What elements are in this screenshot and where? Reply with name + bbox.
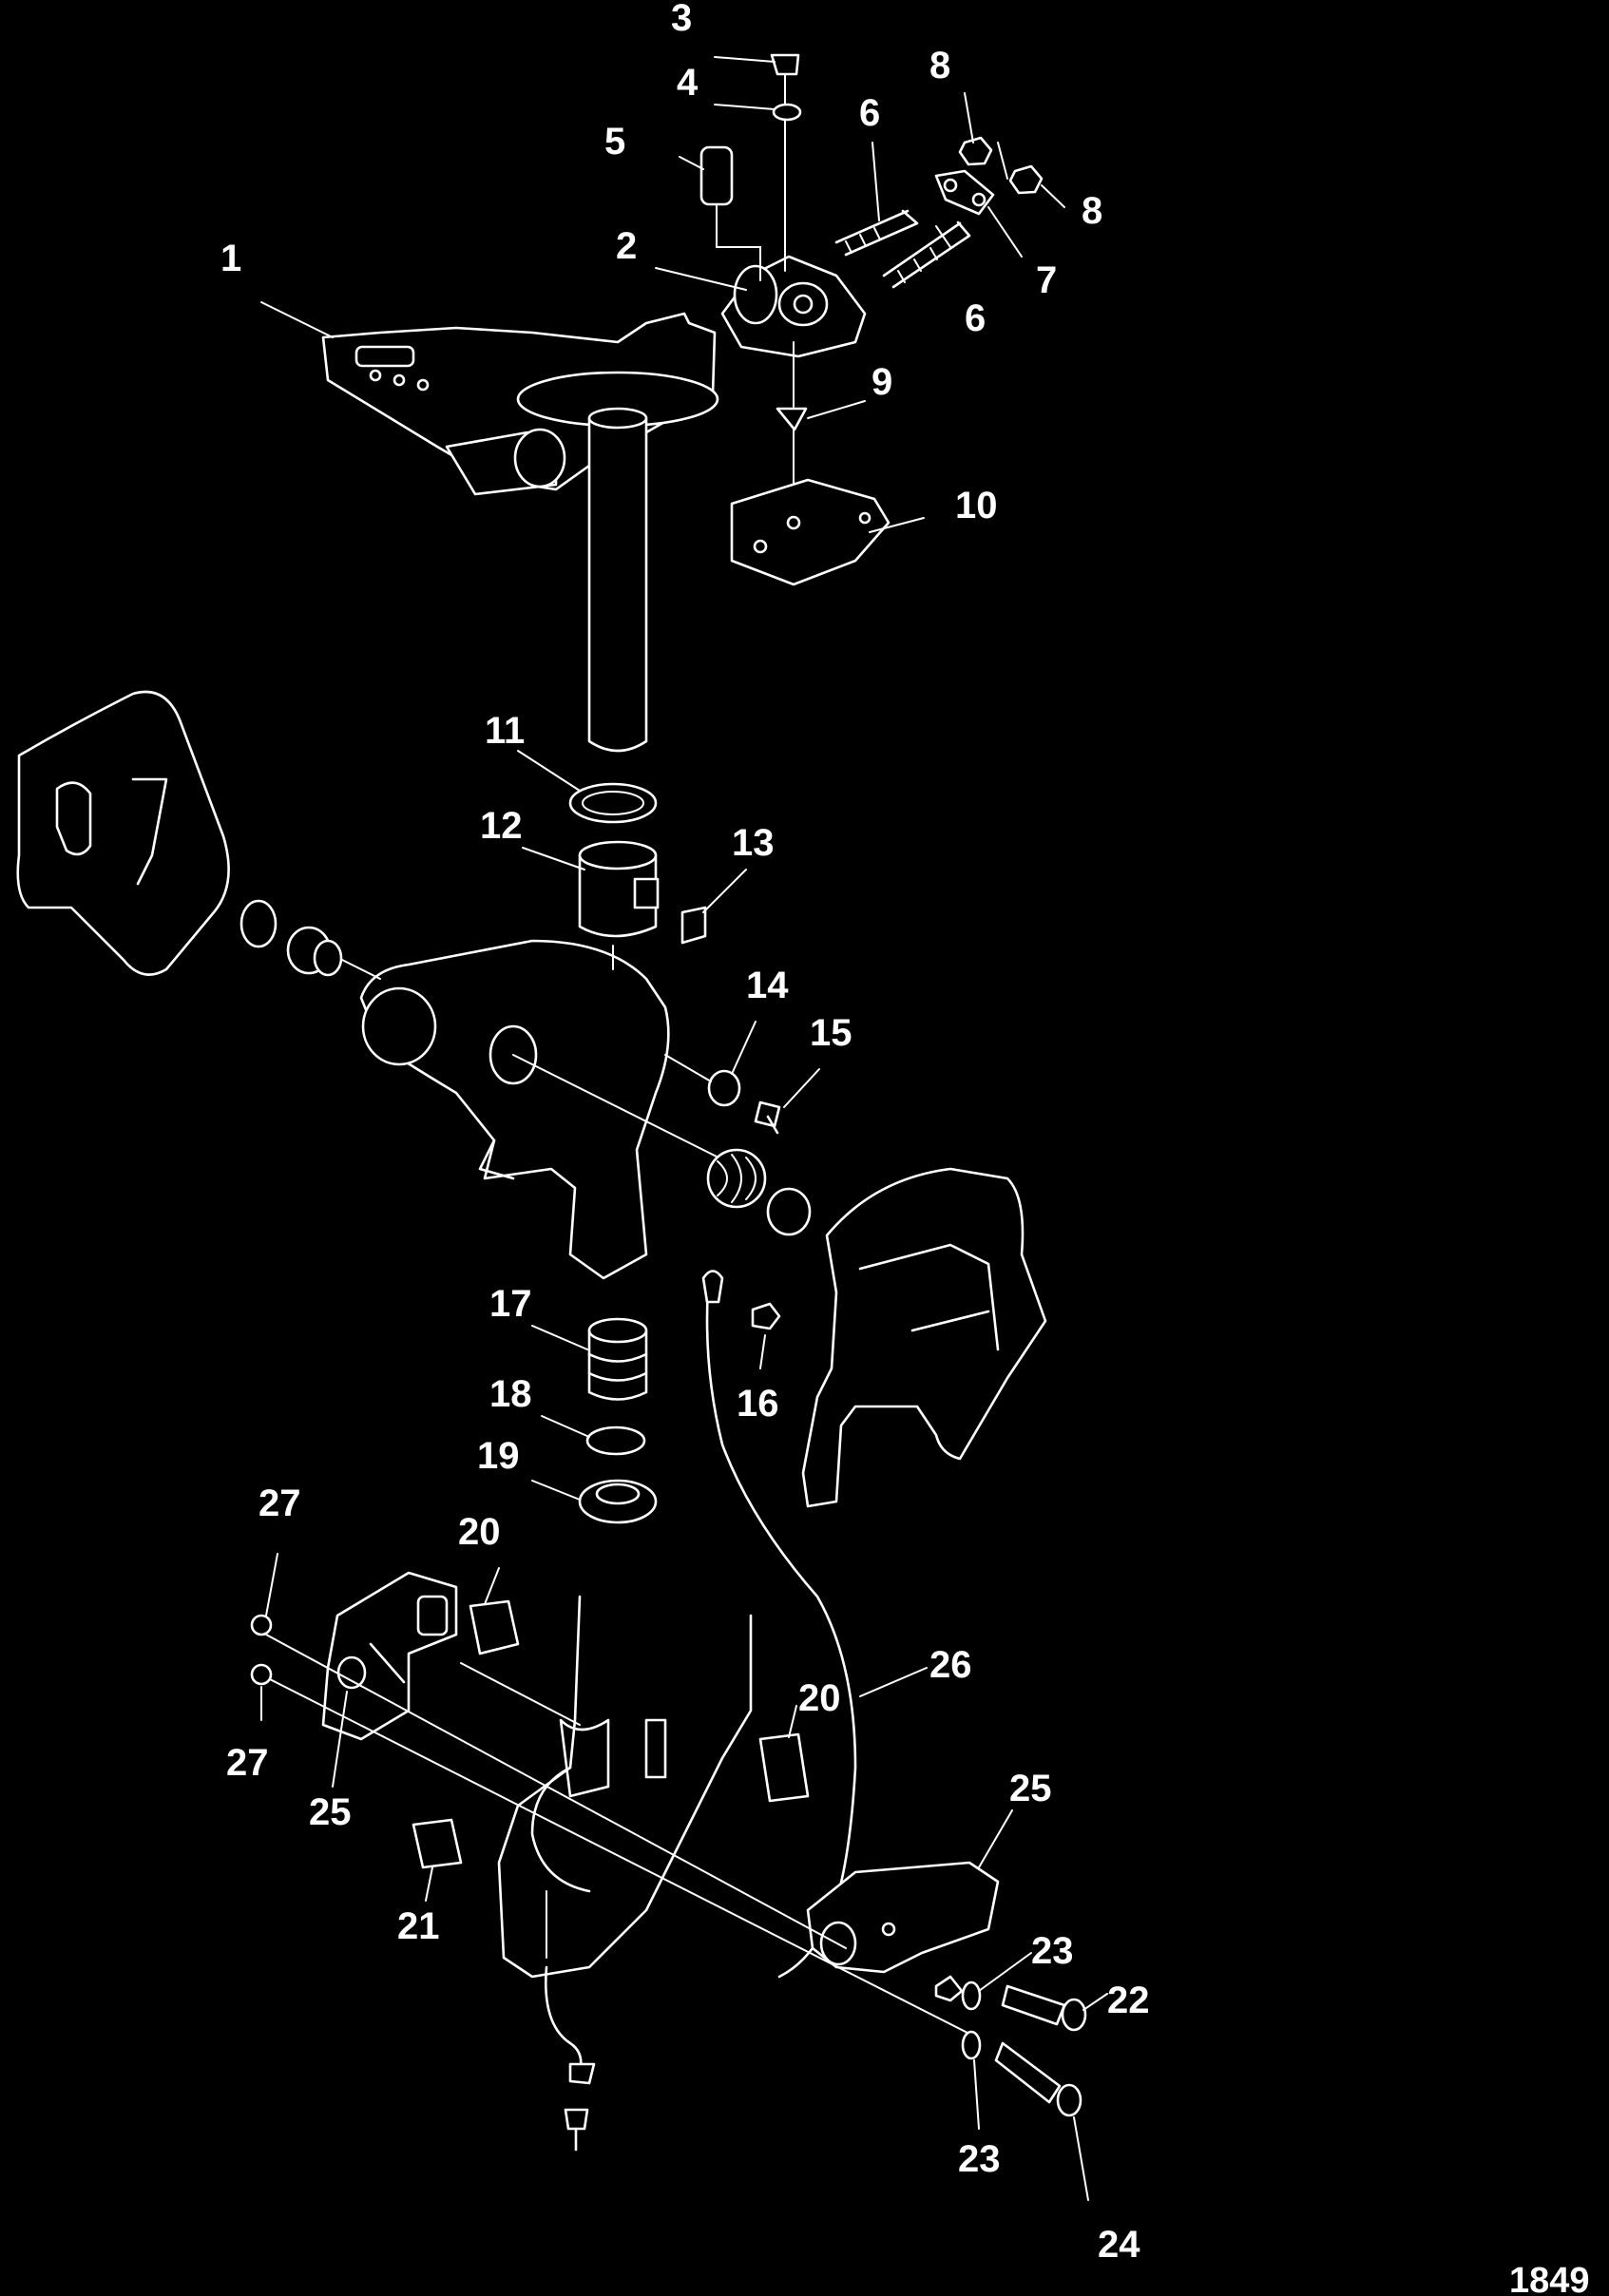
washer-27-part [250, 1614, 273, 1686]
bolt-small-part [754, 1100, 781, 1135]
callout-7: 7 [1036, 259, 1057, 301]
spring-damper-part [587, 1317, 648, 1401]
figure-number: 1849 [1509, 2261, 1590, 2296]
washer-left-part [239, 899, 343, 977]
sleeve-part [699, 145, 761, 281]
callout-23b: 23 [958, 2138, 1001, 2180]
callout-4: 4 [677, 62, 699, 104]
callout-2: 2 [616, 225, 637, 267]
pad-part [680, 906, 707, 945]
callout-9: 9 [872, 361, 892, 403]
spring-part [706, 1148, 812, 1236]
callout-27a: 27 [259, 1483, 301, 1524]
driveshaft-housing [497, 1595, 753, 1979]
callout-8a: 8 [929, 45, 950, 86]
callout-22: 22 [1107, 1980, 1150, 2021]
callout-12: 12 [480, 805, 523, 847]
callout-15: 15 [810, 1012, 852, 1054]
callout-21: 21 [397, 1905, 440, 1947]
bracket-plate-part [730, 478, 891, 586]
callout-19: 19 [477, 1435, 520, 1477]
callout-23a: 23 [1031, 1930, 1074, 1972]
callout-24: 24 [1098, 2224, 1140, 2266]
callout-20a: 20 [458, 1511, 501, 1553]
callout-6a: 6 [859, 92, 880, 134]
callout-10: 10 [955, 485, 998, 526]
callout-1: 1 [220, 238, 241, 279]
right-clamp-bracket [801, 1167, 1047, 1508]
o-ring-part [585, 1425, 646, 1456]
callout-17: 17 [489, 1283, 532, 1325]
callout-25b: 25 [1009, 1768, 1052, 1809]
steering-shaft [587, 407, 648, 753]
stud-part [834, 209, 971, 289]
washer-23-part [961, 1980, 982, 2011]
bushing-part [578, 840, 660, 938]
callout-6b: 6 [965, 297, 986, 339]
callout-8b: 8 [1082, 190, 1102, 232]
clip-part [934, 169, 995, 216]
callout-20b: 20 [798, 1677, 841, 1719]
callout-25a: 25 [309, 1791, 352, 1833]
washer-part [772, 103, 802, 122]
callout-13: 13 [732, 822, 775, 864]
left-clamp-bracket [16, 690, 230, 976]
steering-arm-part [321, 312, 719, 496]
callout-labels: 1 2 3 4 5 6 6 7 8 8 9 10 11 12 13 14 15 … [220, 0, 1150, 2266]
screw-part [770, 53, 800, 272]
rubber-mount-part [412, 1599, 810, 1869]
bolt-22-part [1001, 1984, 1087, 2032]
upper-mount-bracket [720, 255, 867, 358]
ring-part [568, 782, 658, 824]
callout-16: 16 [737, 1383, 779, 1425]
nut-part [958, 136, 1044, 195]
lower-clamp-bracket-right-part [806, 1861, 1000, 1974]
leader-lines [260, 56, 1108, 2201]
callout-11: 11 [485, 710, 525, 752]
callout-3: 3 [671, 0, 692, 39]
callout-5: 5 [604, 121, 625, 163]
plate-screw-part [776, 341, 808, 514]
bushing-small-part [707, 1069, 741, 1107]
seal-part [578, 1479, 658, 1524]
callout-27b: 27 [226, 1742, 269, 1784]
callout-18: 18 [489, 1373, 532, 1415]
ground-terminal-part [545, 1965, 596, 2152]
bolt-24-part [994, 2041, 1082, 2117]
callout-26: 26 [929, 1644, 972, 1686]
callout-14: 14 [746, 965, 789, 1006]
